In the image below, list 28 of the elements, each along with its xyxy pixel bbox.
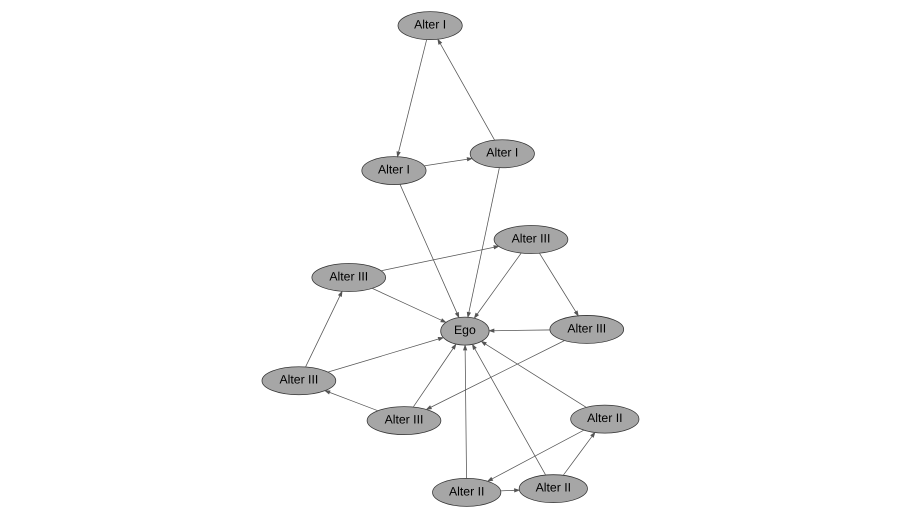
arrow — [324, 390, 378, 412]
arrow — [436, 38, 494, 140]
arrow — [480, 340, 586, 408]
node-ellipse: Alter III — [311, 263, 386, 292]
arrow — [304, 290, 342, 368]
node-ellipse: Alter II — [570, 404, 639, 434]
node-ellipse: Alter I — [360, 156, 426, 185]
arrow — [471, 344, 546, 476]
node-ellipse: Alter I — [469, 139, 534, 168]
arrow — [500, 488, 520, 492]
node-ellipse: Alter I — [397, 11, 462, 40]
node-ellipse: Alter III — [549, 315, 624, 344]
arrow — [380, 245, 500, 272]
arrow — [327, 337, 444, 372]
arrow — [371, 288, 446, 323]
arrow — [462, 344, 467, 478]
arrow — [562, 432, 596, 476]
node-ellipse: Alter II — [518, 474, 588, 504]
arrow — [488, 328, 550, 333]
arrow — [486, 430, 584, 482]
arrow — [473, 252, 521, 319]
arrow — [425, 340, 564, 410]
arrow — [412, 344, 456, 408]
arrow — [466, 168, 500, 318]
arrow — [423, 157, 473, 166]
arrow — [396, 39, 426, 158]
arrow — [399, 184, 459, 318]
arrow — [538, 253, 578, 317]
